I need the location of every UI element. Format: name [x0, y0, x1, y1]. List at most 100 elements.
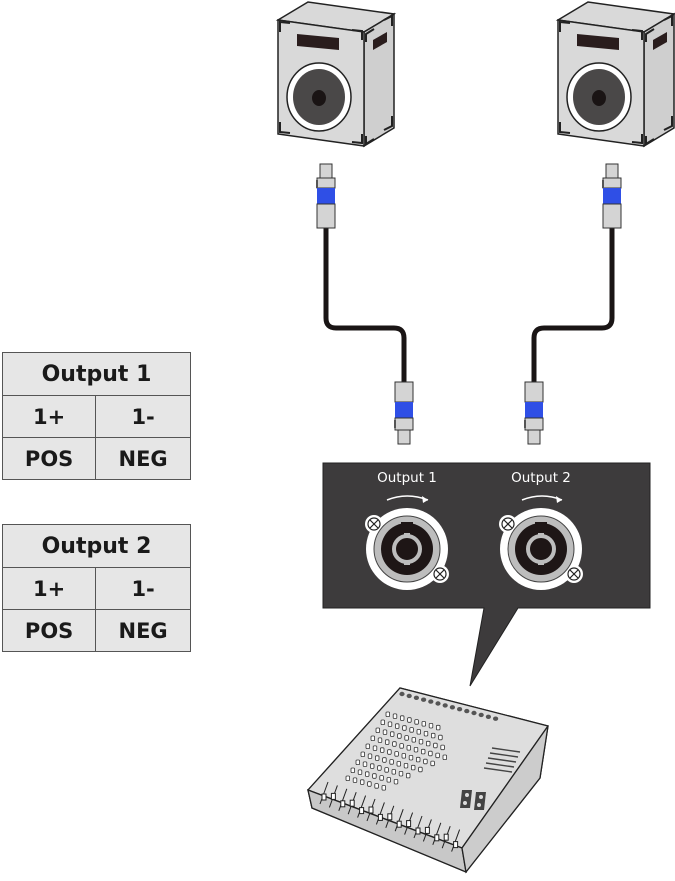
- mixer-knob: [398, 771, 404, 777]
- mixer-led: [435, 701, 441, 706]
- mixer-knob: [397, 733, 402, 739]
- speaker-right-icon: [557, 1, 675, 147]
- output-1-pinout-table: Output 1 1+ 1- POS NEG: [1, 352, 191, 480]
- mixer-knob: [423, 758, 428, 765]
- mixer-knob: [386, 777, 391, 783]
- mixer-knob: [442, 754, 447, 760]
- mixer-knob: [382, 757, 387, 763]
- mixer-knob: [350, 767, 355, 773]
- mixer-knob: [392, 713, 398, 719]
- mixer-knob: [382, 729, 388, 735]
- mixer-knob: [423, 731, 429, 737]
- cable-right: [531, 228, 615, 382]
- mixer-fader-cap: [330, 792, 336, 800]
- mixer-led: [471, 710, 477, 716]
- mixer-fader-track: [338, 788, 348, 811]
- mixer-knob: [430, 760, 435, 767]
- mixer-knob: [393, 779, 399, 785]
- mixer-knob: [433, 742, 438, 749]
- mixer-knob: [401, 753, 406, 759]
- mixer-led: [485, 714, 491, 719]
- table-title: Output 1: [2, 352, 191, 396]
- mixer-knob: [387, 721, 393, 727]
- mixer-knob: [430, 732, 436, 739]
- mixer-knob: [435, 724, 441, 731]
- mixer-knob: [413, 747, 419, 753]
- mixer-knob: [410, 764, 416, 771]
- mixer-knob: [416, 729, 421, 735]
- mixer-fader-cap: [359, 807, 365, 815]
- mixer-knob: [379, 747, 385, 753]
- mixer-knob: [365, 743, 370, 749]
- mixer-knob: [384, 739, 390, 745]
- mixer-led: [478, 712, 484, 718]
- mixer-knob: [408, 755, 414, 761]
- mixer-fader-cap: [424, 826, 430, 834]
- mixer-fader-track: [319, 781, 329, 805]
- mixer-fader-track: [432, 822, 442, 845]
- output-panel: Output 1 Output 2: [322, 462, 651, 687]
- mixer-fader-track: [451, 829, 461, 852]
- mixer-knob: [381, 785, 386, 791]
- mixer-knob: [384, 767, 389, 773]
- mixer-knob: [405, 772, 411, 779]
- mixer-led: [449, 705, 455, 710]
- mixer-fader-track: [357, 795, 367, 818]
- mixer-led: [413, 695, 419, 700]
- mixer-knob: [402, 725, 407, 731]
- mixer-fader-cap: [396, 820, 402, 828]
- mixer-led: [493, 716, 499, 721]
- mixer-knob: [414, 719, 419, 725]
- mixer-knob: [369, 763, 375, 769]
- mixer-knob: [372, 773, 377, 779]
- meter-grille: [483, 747, 521, 773]
- mixer-knob: [345, 775, 350, 781]
- mixer-led: [421, 697, 427, 702]
- mixer-knob: [367, 753, 373, 759]
- mixer-fader-track: [413, 815, 423, 839]
- output-1-label: Output 1: [377, 470, 437, 486]
- mixer-fader-track: [375, 802, 385, 825]
- mixer-knob: [385, 711, 390, 717]
- mixer-knob: [421, 721, 426, 727]
- mixer-knob: [391, 769, 396, 775]
- mixer-knob: [364, 771, 370, 777]
- polarity-positive: POS: [1, 437, 97, 480]
- mixer-knob: [418, 739, 424, 745]
- polarity-positive: POS: [1, 609, 97, 652]
- connector-speaker-right-icon: [601, 163, 622, 229]
- mixer-knob: [394, 723, 400, 729]
- mixer-knob: [406, 745, 411, 751]
- mixer-led: [399, 691, 405, 697]
- mixer-knob: [357, 769, 363, 775]
- pin-negative: 1-: [95, 395, 191, 438]
- mixer-knob: [435, 752, 440, 759]
- mixer-led: [457, 707, 463, 712]
- mixer-knob: [428, 723, 434, 729]
- mixer-fader-cap: [377, 813, 383, 821]
- mixer-fader-cap: [321, 793, 327, 801]
- mixer-knob: [425, 740, 431, 747]
- polarity-negative: NEG: [95, 437, 191, 480]
- mixer-knob: [380, 719, 385, 725]
- mixer-knob: [440, 744, 445, 751]
- connector-speaker-left-icon: [315, 163, 336, 229]
- mixer-led: [464, 708, 470, 714]
- mixer-knob: [409, 727, 414, 733]
- mixer-knob: [352, 777, 358, 783]
- mixer-knob: [389, 731, 395, 737]
- mixer-knob: [415, 756, 421, 763]
- cable-left: [323, 228, 407, 382]
- mixer-knob: [360, 751, 365, 757]
- mixer-fader-cap: [349, 799, 355, 807]
- mixer-knob: [359, 779, 365, 785]
- connector-amp-right-icon: [523, 381, 544, 445]
- mixer-fader-cap: [406, 820, 412, 828]
- mixer-knob: [428, 750, 433, 757]
- mixer-knob: [403, 763, 409, 769]
- mixer-fader-cap: [453, 841, 459, 849]
- mixer-knob: [377, 737, 383, 743]
- mixer-led: [406, 693, 412, 699]
- mixer-knob: [438, 734, 443, 741]
